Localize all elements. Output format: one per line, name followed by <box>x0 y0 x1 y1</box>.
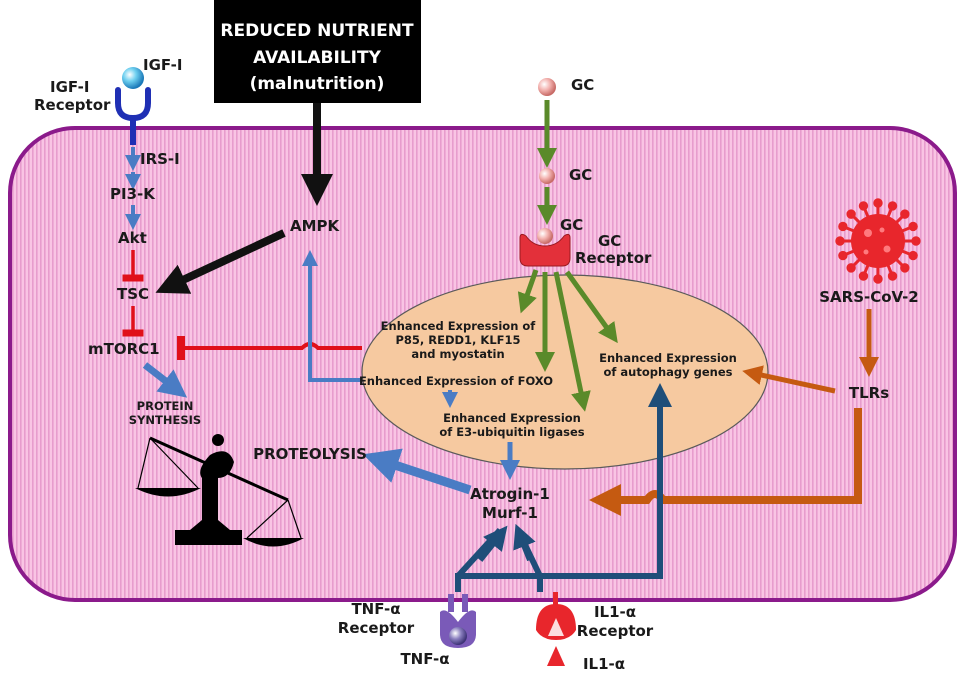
tnf-receptor-label-2: Receptor <box>338 619 415 637</box>
virus-spike-tip <box>838 221 848 232</box>
p85-text-3: and myostatin <box>411 347 504 361</box>
virus-spike-tip <box>873 198 883 208</box>
virus-spike-tip <box>873 274 883 284</box>
p85-text-1: Enhanced Expression of <box>381 319 537 333</box>
protein-synthesis-label-1: PROTEIN <box>137 399 194 413</box>
protein-synthesis-label-2: SYNTHESIS <box>129 413 201 427</box>
akt-label: Akt <box>118 229 147 247</box>
arrow-tlrs-to-autophagy <box>742 365 836 394</box>
atrogin-label-2: Murf-1 <box>482 504 538 522</box>
il1-receptor-label-2: Receptor <box>577 622 654 640</box>
virus-spike-tip <box>858 271 869 281</box>
arrow-ampk-to-tsc <box>155 229 286 294</box>
gc-membrane-ball <box>539 168 555 184</box>
autophagy-text-1: Enhanced Expression <box>599 351 737 365</box>
tlrs-label: TLRs <box>849 384 889 402</box>
virus-spike-tip <box>900 263 910 273</box>
igf-receptor-label-2: Receptor <box>34 96 111 114</box>
autophagy-text-2: of autophagy genes <box>603 365 732 379</box>
gc-membrane-label: GC <box>569 166 592 184</box>
tnf-receptor-icon <box>440 594 476 648</box>
virus-spike-tip <box>835 236 845 246</box>
arrow-tnf-to-atrogin <box>477 525 508 562</box>
il1-receptor-label-1: IL1-α <box>594 603 636 621</box>
arrow-atrogin-to-proteolysis <box>362 448 472 495</box>
tnf-ligand-label: TNF-α <box>400 650 449 668</box>
arrow-gc-to-e3 <box>553 271 591 412</box>
igf-ligand-ball <box>122 67 144 89</box>
virus-spike-tip <box>908 250 918 261</box>
tnf-receptor-label-1: TNF-α <box>351 600 400 618</box>
nutrient-box <box>214 0 421 103</box>
gc-outer-label: GC <box>571 76 594 94</box>
il1-ligand-label: IL1-α <box>583 655 625 673</box>
nutrient-line2: AVAILABILITY <box>253 48 382 68</box>
virus-label: SARS-CoV-2 <box>819 288 919 306</box>
nutrient-line1: REDUCED NUTRIENT <box>220 21 414 41</box>
il1-receptor-icon <box>536 592 576 666</box>
virus-spike-tip <box>858 201 869 211</box>
arrow-il1-to-atrogin <box>513 523 536 562</box>
arrow-gc-to-autophagy <box>564 270 618 344</box>
gc-bound-ball <box>537 228 553 244</box>
gc-bound-label: GC <box>560 216 583 234</box>
virus-spike-tip <box>900 209 910 219</box>
gc-receptor-label-2: Receptor <box>575 249 652 267</box>
nutrient-line3: (malnutrition) <box>250 74 385 94</box>
arrow-gc-to-p85 <box>517 269 539 314</box>
virus-spike-tip <box>838 250 848 261</box>
igf-receptor-icon <box>115 87 151 122</box>
virus-spike-tip <box>887 271 898 281</box>
p85-text-2: P85, REDD1, KLF15 <box>395 333 520 347</box>
tsc-label: TSC <box>117 285 149 303</box>
nucleus <box>361 274 769 470</box>
mtorc1-label: mTORC1 <box>88 340 160 358</box>
gc-receptor-icon <box>519 233 571 267</box>
irs-label: IRS-I <box>140 150 180 168</box>
virus-spike-tip <box>887 201 898 211</box>
gc-outer-ball <box>538 78 556 96</box>
igf-receptor-label-1: IGF-I <box>50 78 90 96</box>
e3-text-2: of E3-ubiquitin ligases <box>439 425 584 439</box>
ampk-label: AMPK <box>290 217 341 235</box>
virus-spike-tip <box>846 263 856 273</box>
igf-ligand-label: IGF-I <box>143 56 183 74</box>
virus-spike-tip <box>846 209 856 219</box>
virus-spike-tip <box>908 221 918 232</box>
virus-icon <box>835 198 921 284</box>
arrow-foxo-to-ampk <box>302 250 362 382</box>
foxo-text: Enhanced Expression of FOXO <box>359 374 553 388</box>
virus-spike-tip <box>911 236 921 246</box>
gc-receptor-label-1: GC <box>598 232 621 250</box>
balance-scale-icon <box>135 434 304 547</box>
proteolysis-label: PROTEOLYSIS <box>253 445 367 463</box>
arrow-mtorc1-to-synthesis <box>142 362 188 398</box>
atrogin-label-1: Atrogin-1 <box>470 485 550 503</box>
pi3k-label: PI3-K <box>110 185 156 203</box>
e3-text-1: Enhanced Expression <box>443 411 581 425</box>
cytokine-arrow-network <box>455 392 663 592</box>
